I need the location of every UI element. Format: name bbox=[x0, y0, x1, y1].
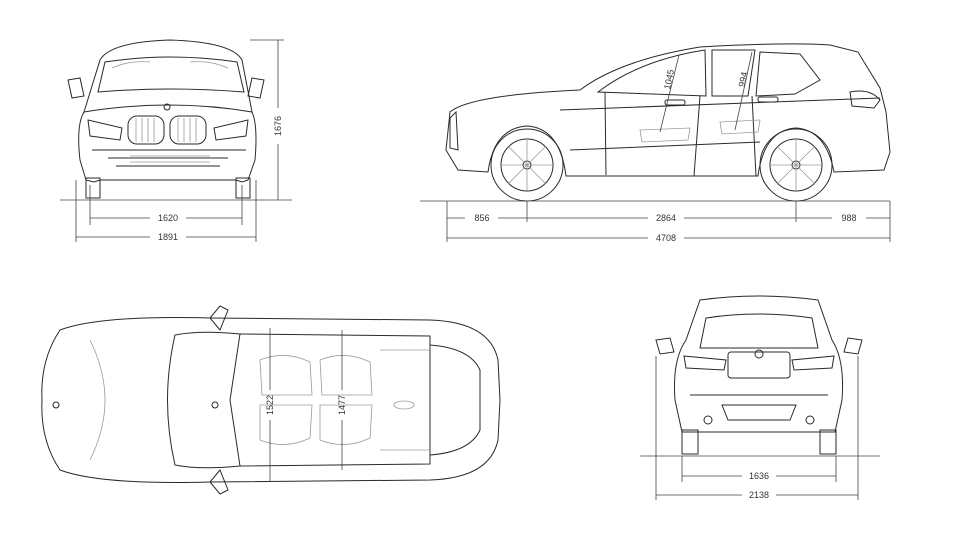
front-view: 1620 1891 1676 bbox=[60, 39, 292, 242]
rear-view: 1636 2138 bbox=[640, 295, 880, 500]
dim-front-shoulder-width: 1522 bbox=[265, 395, 275, 415]
dim-rear-shoulder-width: 1477 bbox=[337, 395, 347, 415]
top-view: 1522 1477 bbox=[41, 305, 501, 495]
dim-front-headroom: 1045 bbox=[662, 69, 676, 91]
dim-width-with-mirrors: 2138 bbox=[749, 490, 769, 500]
dim-wheelbase: 2864 bbox=[656, 213, 676, 223]
dim-rear-headroom: 994 bbox=[737, 71, 750, 88]
dim-front-track: 1620 bbox=[158, 213, 178, 223]
dim-length: 4708 bbox=[656, 233, 676, 243]
dim-height: 1676 bbox=[273, 116, 283, 136]
dim-front-overhang: 856 bbox=[474, 213, 489, 223]
dim-front-overall-width: 1891 bbox=[158, 232, 178, 242]
side-view: 1045 994 856 2864 988 4708 bbox=[420, 43, 891, 243]
dim-rear-overhang: 988 bbox=[841, 213, 856, 223]
dim-rear-track: 1636 bbox=[749, 471, 769, 481]
